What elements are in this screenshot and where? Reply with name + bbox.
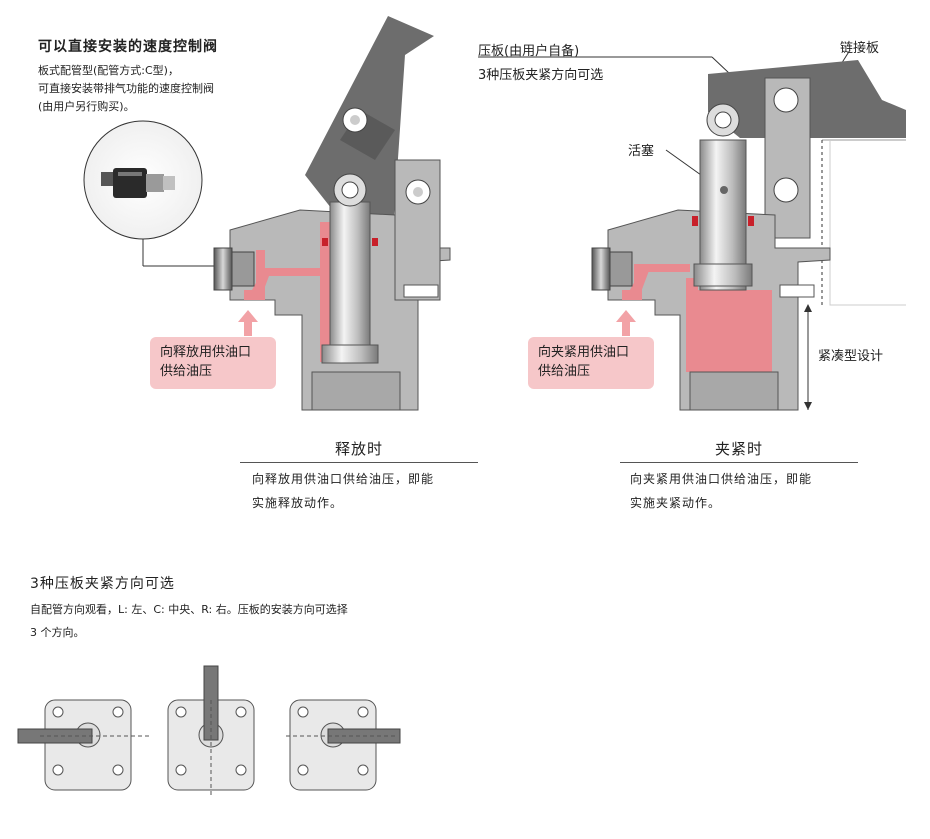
intro-line-3: (由用户另行购买)。 — [38, 100, 135, 113]
directions-line-2: 3 个方向。 — [30, 626, 85, 639]
clamp-supply-line-1: 向夹紧用供油口 — [538, 345, 630, 360]
clamp-state-diagram — [478, 49, 906, 411]
clamp-desc-2: 实施夹紧动作。 — [630, 496, 722, 510]
clamp-desc-1: 向夹紧用供油口供给油压，即能 — [630, 472, 813, 486]
direction-label: 3种压板夹紧方向可选 — [478, 68, 604, 83]
release-supply-label: 向释放用供油口 供给油压 — [150, 337, 276, 389]
release-desc-1: 向释放用供油口供给油压，即能 — [252, 472, 435, 486]
release-desc-2: 实施释放动作。 — [252, 496, 344, 510]
intro-line-1: 板式配管型(配管方式:C型)， — [38, 64, 179, 77]
link-plate-label: 链接板 — [840, 41, 880, 56]
clamp-caption: 夹紧时 — [714, 440, 763, 458]
speed-control-valve-photo — [83, 120, 222, 267]
release-caption-rule — [240, 462, 478, 463]
release-caption: 释放时 — [334, 440, 383, 458]
compact-design-label: 紧凑型设计 — [818, 349, 884, 364]
release-supply-line-1: 向释放用供油口 — [160, 345, 252, 360]
intro-line-2: 可直接安装带排气功能的速度控制阀 — [38, 82, 214, 95]
plate-label: 压板(由用户自备) — [478, 44, 580, 59]
valve-title: 可以直接安装的速度控制阀 — [38, 39, 218, 55]
clamp-supply-line-2: 供给油压 — [538, 364, 591, 379]
direction-L-diagram — [17, 699, 150, 791]
release-state-diagram — [213, 16, 451, 411]
release-supply-line-2: 供给油压 — [160, 364, 213, 379]
directions-line-1: 自配管方向观看，L: 左、C: 中央、R: 右。压板的安装方向可选择 — [30, 603, 348, 616]
clamp-supply-label: 向夹紧用供油口 供给油压 — [528, 337, 654, 389]
piston-label: 活塞 — [628, 144, 655, 159]
direction-R-diagram — [286, 699, 401, 791]
direction-C-diagram — [167, 665, 255, 795]
clamp-caption-rule — [620, 462, 858, 463]
directions-title: 3种压板夹紧方向可选 — [30, 576, 175, 592]
